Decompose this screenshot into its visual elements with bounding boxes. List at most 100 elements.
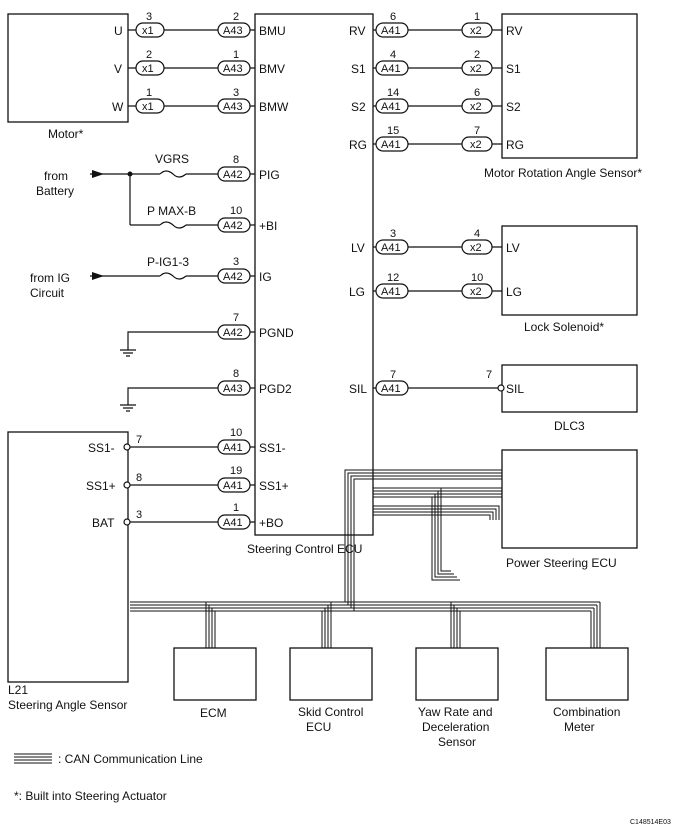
motor-conn-x1-1: x1: [142, 25, 154, 37]
sensor-a41-pin-3: 14: [387, 87, 399, 99]
fuse-pmax-label: P MAX-B: [147, 204, 196, 218]
ig-arrow-icon: [92, 272, 104, 280]
from-battery-label-2: Battery: [36, 184, 74, 198]
ecu-pin-sil: SIL: [349, 382, 367, 396]
ecm-title: ECM: [200, 706, 227, 720]
skid-title-2: ECU: [306, 720, 331, 734]
pig-pin: 8: [233, 154, 239, 166]
sensor-conn-x2-6: x2: [470, 286, 482, 298]
lock-solenoid-title: Lock Solenoid*: [524, 320, 604, 334]
sensor-x2-pin-1: 1: [474, 11, 480, 23]
lock-solenoid-box: [501, 225, 638, 316]
pgnd-pin: 7: [233, 312, 239, 324]
sas-wire-pin-1: 7: [136, 434, 142, 446]
sas-conn-3: A41: [223, 517, 243, 529]
ecu-pin-rv: RV: [349, 24, 365, 38]
from-battery-label-1: from: [44, 169, 68, 183]
motor-connectors: [135, 22, 251, 114]
bi-pin: 10: [230, 205, 242, 217]
steering-angle-sensor-box: [7, 431, 129, 683]
lock-pin-lg: LG: [506, 285, 522, 299]
sas-pin-bat: BAT: [92, 516, 115, 530]
motor-conn-a43-1: A43: [223, 25, 243, 37]
ms-pin-s1: S1: [506, 62, 521, 76]
motor-title: Motor*: [48, 127, 84, 141]
sas-conn-2: A41: [223, 480, 243, 492]
motor-sensor-box: [501, 13, 638, 159]
sas-a41-pin-3: 1: [233, 502, 239, 514]
ecu-pin-lv: LV: [351, 241, 365, 255]
ecu-pin-rg: RG: [349, 138, 367, 152]
sensor-a41-pin-6: 12: [387, 272, 399, 284]
sas-terminals: [123, 439, 251, 530]
pig-conn: A42: [223, 169, 243, 181]
motor-conn-a43-2: A43: [223, 63, 243, 75]
ecu-pin-bmw: BMW: [259, 100, 289, 114]
ecu-pin-bmv: BMV: [259, 62, 285, 76]
ecu-box: [254, 13, 374, 536]
sensor-x2-pin-6: 10: [471, 272, 483, 284]
motor-conn-a43-3: A43: [223, 101, 243, 113]
sensor-x2-pin-4: 7: [474, 125, 480, 137]
skid-control-ecu-box: [289, 647, 373, 701]
sas-pin-ss1-minus: SS1-: [88, 441, 115, 455]
from-ig-label-2: Circuit: [30, 286, 65, 300]
sensor-conn-a41-3: A41: [381, 101, 401, 113]
from-ig-label-1: from IG: [30, 271, 70, 285]
sas-title-2: Steering Angle Sensor: [8, 698, 127, 712]
power-connectors: [217, 166, 251, 396]
ecu-pin-ig: IG: [259, 270, 272, 284]
sensor-x2-pin-2: 2: [474, 49, 480, 61]
skid-title-1: Skid Control: [298, 705, 363, 719]
footnote: *: Built into Steering Actuator: [14, 789, 167, 803]
yaw-title-1: Yaw Rate and: [418, 705, 493, 719]
motor-conn-x1-3: x1: [142, 101, 154, 113]
sensor-a41-pin-2: 4: [390, 49, 396, 61]
sil-conn-a41: A41: [381, 383, 401, 395]
sensor-conn-x2-4: x2: [470, 139, 482, 151]
combination-meter-box: [545, 647, 629, 701]
ig-pin: 3: [233, 256, 239, 268]
motor-pin-v: V: [114, 62, 122, 76]
meter-title-1: Combination: [553, 705, 620, 719]
sensor-x2-pin-3: 6: [474, 87, 480, 99]
bi-conn: A42: [223, 220, 243, 232]
fuse-pig-label: P-IG1-3: [147, 255, 189, 269]
motor-conn-x1-2: x1: [142, 63, 154, 75]
dlc3-pin-number: 7: [486, 369, 492, 381]
ecu-pin-bmu: BMU: [259, 24, 286, 38]
motor-pin-w: W: [112, 100, 124, 114]
motor-x1-pin-3: 1: [146, 87, 152, 99]
sensor-conn-x2-2: x2: [470, 63, 482, 75]
motor-x1-pin-1: 3: [146, 11, 152, 23]
ecu-pin-ss1-plus: SS1+: [259, 479, 289, 493]
sas-a41-pin-2: 19: [230, 465, 242, 477]
ms-pin-s2: S2: [506, 100, 521, 114]
pgnd-conn: A42: [223, 327, 243, 339]
sensor-a41-pin-4: 15: [387, 125, 399, 137]
sensor-conn-x2-5: x2: [470, 242, 482, 254]
dlc3-title: DLC3: [554, 419, 585, 433]
ecu-pin-s1: S1: [351, 62, 366, 76]
sensor-wires: [373, 29, 502, 389]
ecu-pin-pgd2: PGD2: [259, 382, 292, 396]
ecu-title: Steering Control ECU: [247, 542, 362, 556]
ecu-pin-pig: PIG: [259, 168, 280, 182]
ecu-pin-lg: LG: [349, 285, 365, 299]
sensor-conn-x2-1: x2: [470, 25, 482, 37]
motor-box: [7, 13, 129, 123]
can-bus: [130, 469, 601, 648]
motor-a43-pin-1: 2: [233, 11, 239, 23]
power-steering-ecu-box: [501, 449, 638, 549]
sensor-conn-a41-4: A41: [381, 139, 401, 151]
ecu-pin-s2: S2: [351, 100, 366, 114]
motor-a43-pin-2: 1: [233, 49, 239, 61]
diagram-code: C148514E03: [630, 819, 671, 826]
sensor-conn-a41-6: A41: [381, 286, 401, 298]
meter-title-2: Meter: [564, 720, 595, 734]
sas-a41-pin-1: 10: [230, 427, 242, 439]
motor-a43-pin-3: 3: [233, 87, 239, 99]
sas-pin-ss1-plus: SS1+: [86, 479, 116, 493]
